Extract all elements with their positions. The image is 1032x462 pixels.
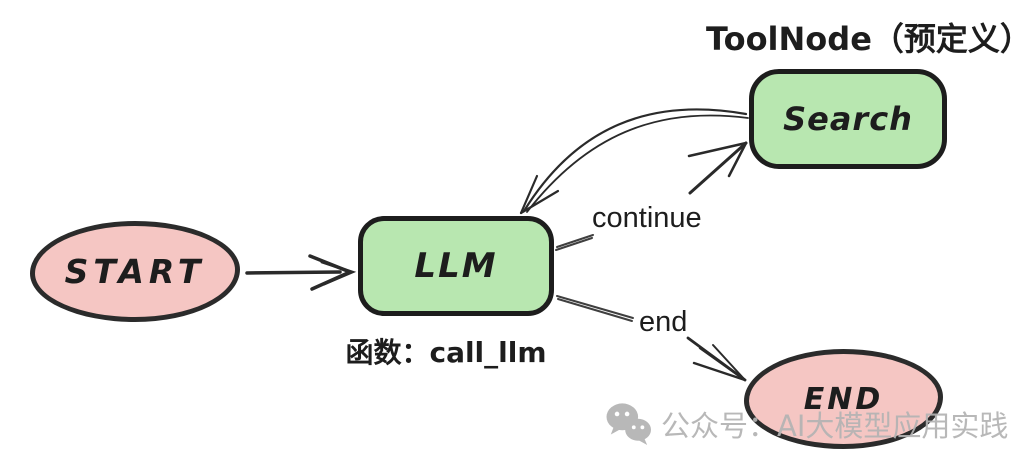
- wechat-icon: [606, 403, 651, 446]
- edge-llm-to-search: [555, 141, 748, 251]
- edge-search-to-llm: [519, 108, 749, 215]
- edge-start-to-llm: [245, 254, 357, 291]
- node-llm-label: LLM: [414, 246, 498, 286]
- node-start: START: [30, 221, 240, 322]
- toolnode-label: ToolNode（预定义）: [706, 20, 1032, 58]
- edge-label-end: end: [639, 306, 688, 338]
- edge-label-continue: continue: [592, 202, 702, 234]
- edge-llm-to-end: [556, 295, 747, 382]
- watermark: 公众号：AI大模型应用实践: [606, 402, 1008, 446]
- node-search-label: Search: [783, 100, 913, 138]
- node-search: Search: [749, 69, 947, 169]
- node-start-label: START: [64, 252, 206, 291]
- node-llm: LLM: [358, 216, 554, 316]
- node-end-label: END: [803, 381, 884, 417]
- llm-function-label: 函数：call_llm: [345, 336, 547, 369]
- watermark-text: 公众号：AI大模型应用实践: [661, 409, 1009, 443]
- node-end: END: [744, 349, 943, 449]
